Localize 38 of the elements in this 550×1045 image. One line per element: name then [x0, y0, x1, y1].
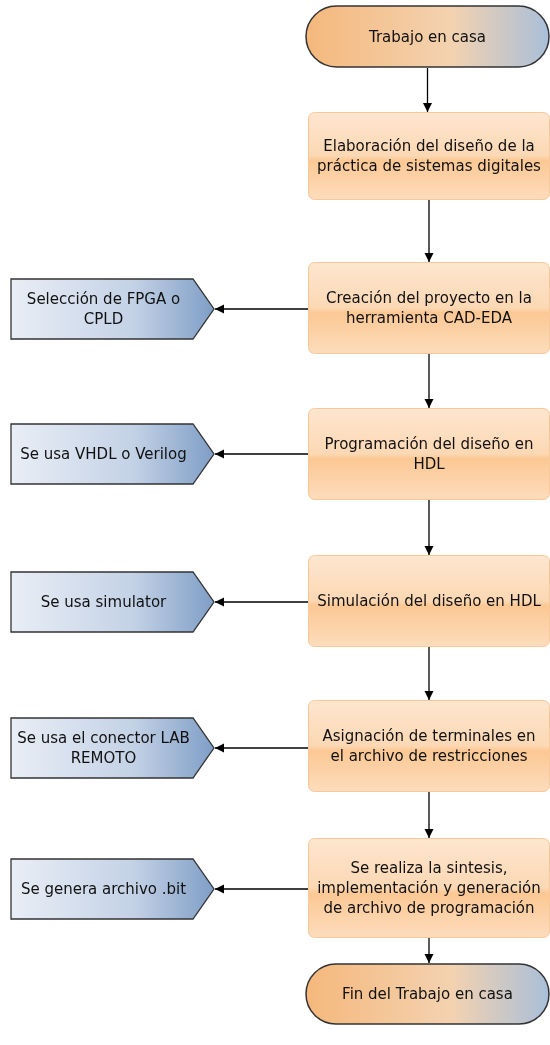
note-pentagon — [10, 423, 215, 485]
note-pentagon — [10, 858, 215, 920]
node-label: Se usa el conector LAB REMOTO — [16, 728, 191, 768]
process-box — [308, 262, 550, 354]
arrow — [424, 199, 434, 263]
node-label: Asignación de terminales en el archivo de restricciones — [321, 726, 537, 766]
terminal-shape — [305, 963, 550, 1025]
arrow — [214, 597, 309, 607]
arrow — [424, 646, 434, 701]
node-label: Selección de FPGA o CPLD — [25, 289, 182, 329]
node-label: Se usa simulator — [40, 592, 168, 612]
arrow — [422, 67, 433, 113]
process-box — [308, 555, 550, 647]
arrow — [424, 937, 434, 964]
process-box — [308, 700, 550, 792]
note-pentagon — [10, 571, 215, 633]
node-label: Fin del Trabajo en casa — [342, 984, 513, 1004]
arrow — [214, 743, 309, 753]
process-box — [308, 838, 550, 938]
note-pentagon — [10, 717, 215, 779]
node-label: Creación del proyecto en la herramienta CAD-EDA — [325, 288, 533, 328]
node-label: Se genera archivo .bit — [20, 879, 188, 899]
node-label: Programación del diseño en HDL — [323, 434, 535, 474]
arrow — [214, 884, 309, 894]
arrow — [424, 499, 434, 556]
node-label: Se realiza la sintesis, implementación y generación de archivo de programación — [316, 858, 542, 918]
node-label: Elaboración del diseño de la práctica de sistemas digitales — [316, 136, 542, 176]
process-box — [308, 112, 550, 200]
arrow — [424, 353, 434, 409]
terminal-shape — [305, 5, 550, 68]
process-box — [308, 408, 550, 500]
node-label: Se usa VHDL o Verilog — [20, 444, 188, 464]
arrow — [424, 791, 434, 839]
arrow — [214, 304, 309, 314]
arrow — [214, 449, 309, 459]
node-label: Trabajo en casa — [368, 26, 487, 47]
note-pentagon — [10, 278, 215, 340]
node-label: Simulación del diseño en HDL — [317, 591, 541, 611]
